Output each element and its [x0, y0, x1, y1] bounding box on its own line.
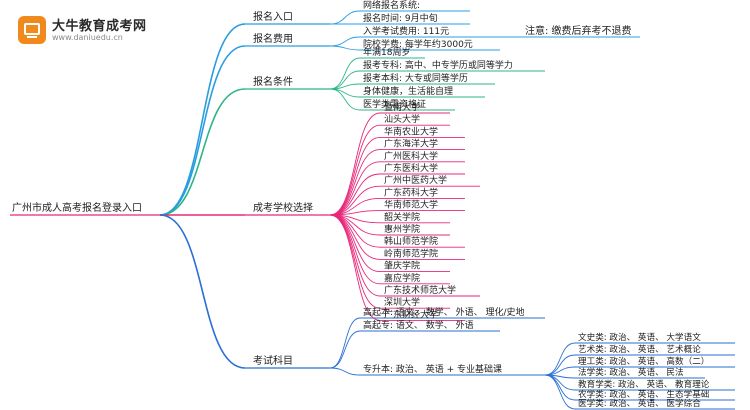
mindmap-labels: 广州市成人高考报名登录入口 报名入口 报名费用 报名条件 成考学校选择 考试科目…: [12, 0, 710, 409]
school-item-14: 嘉应学院: [384, 272, 420, 284]
school-link-4: [329, 161, 381, 216]
entry-item-0: 网络报名系统:: [363, 0, 420, 11]
cond-item-4: 医学类需资格证: [363, 98, 426, 110]
cond-item-3: 身体健康，生活能自理: [363, 85, 453, 97]
cond-item-1: 报考专科: 高中、中专学历或同等学力: [363, 59, 513, 71]
fee-item-0: 入学考试费用: 111元: [363, 25, 449, 37]
school-item-17: 广东财经大学: [384, 308, 438, 320]
branch-school-label: 成考学校选择: [253, 201, 313, 214]
root-node: 广州市成人高考报名登录入口: [12, 201, 142, 214]
brand-logo: 大牛教育成考网 www.daniuedu.cn: [18, 14, 178, 48]
school-link-17: [329, 214, 381, 321]
subject-item-0: 高起本: 语文、 数学、 外语、 理化/史地: [363, 306, 525, 318]
link-root-fee: [159, 45, 246, 216]
subject-link-0: [329, 317, 361, 369]
school-item-16: 深圳大学: [384, 296, 420, 308]
category-item-5: 农学类: 政治、 英语、 生态学基础: [578, 388, 709, 400]
school-item-13: 肇庆学院: [384, 260, 420, 272]
school-link-16: [329, 214, 381, 309]
school-item-11: 韩山师范学院: [384, 235, 438, 247]
cat-link-0: [544, 342, 576, 376]
link-root-cond: [159, 88, 246, 216]
school-item-9: 韶关学院: [384, 211, 420, 223]
category-item-3: 法学类: 政治、 英语、 民法: [578, 366, 684, 378]
category-item-1: 艺术类: 政治、 英语、 艺术概论: [578, 343, 701, 355]
subject-item-2: 专升本: 政治、 英语 + 专业基础课: [363, 363, 502, 375]
category-item-0: 文史类: 政治、 英语、 大学语文: [578, 331, 701, 343]
category-item-4: 教育学类: 政治、 英语、 教育理论: [578, 378, 710, 390]
subject-link-1: [329, 330, 361, 369]
school-item-2: 华南农业大学: [384, 125, 438, 137]
subject-link-2: [329, 367, 361, 376]
school-item-12: 岭南师范学院: [384, 247, 438, 259]
fee-note: 注意: 缴费后弃考不退费: [525, 24, 632, 37]
cat-link-6: [544, 374, 576, 410]
fee-link-1: [329, 45, 361, 51]
cond-link-3: [329, 88, 361, 98]
branch-cond-label: 报名条件: [253, 75, 293, 88]
school-link-5: [329, 173, 381, 216]
school-item-5: 广东医科大学: [384, 162, 438, 174]
entry-link-0: [329, 10, 361, 25]
entry-item-1: 报名时间: 9月中旬: [363, 12, 438, 24]
fee-item-1: 院校学费: 每学年约3000元: [363, 38, 473, 50]
school-item-3: 广东海洋大学: [384, 138, 438, 150]
school-item-4: 广州医科大学: [384, 150, 438, 162]
school-item-7: 广东药科大学: [384, 186, 438, 198]
category-item-2: 理工类: 政治、 英语、 高数（二）: [578, 355, 709, 367]
cat-link-5: [544, 374, 576, 401]
school-link-3: [329, 149, 381, 216]
mindmap-links: [10, 10, 735, 410]
branch-subject-label: 考试科目: [253, 354, 293, 367]
school-item-8: 华南师范大学: [384, 199, 438, 211]
school-item-15: 广东技术师范大学: [384, 284, 456, 296]
branch-entry-label: 报名入口: [253, 10, 293, 23]
school-link-2: [329, 136, 381, 216]
category-item-6: 医学类: 政治、 英语、 医学综合: [578, 397, 701, 409]
link-root-subject: [159, 214, 246, 369]
school-link-15: [329, 214, 381, 297]
school-item-0: 暨南大学: [384, 101, 420, 113]
school-item-6: 广州中医药大学: [384, 174, 447, 186]
cond-item-0: 年满18周岁: [363, 46, 410, 58]
brand-title: 大牛教育成考网: [52, 19, 147, 34]
school-item-1: 汕头大学: [384, 113, 420, 125]
school-link-0: [329, 112, 381, 216]
cond-item-2: 报考本科: 大专或同等学历: [363, 72, 468, 84]
school-link-1: [329, 124, 381, 216]
subject-item-1: 高起专: 语文、 数学、 外语: [363, 319, 474, 331]
branch-fee-label: 报名费用: [253, 32, 293, 45]
book-icon: [18, 16, 46, 44]
school-link-12: [329, 214, 381, 260]
link-root-entry: [159, 23, 246, 216]
cond-link-4: [329, 88, 361, 111]
school-item-10: 惠州学院: [384, 223, 420, 235]
brand-url: www.daniuedu.cn: [52, 33, 123, 42]
fee-link-0: [329, 36, 361, 47]
